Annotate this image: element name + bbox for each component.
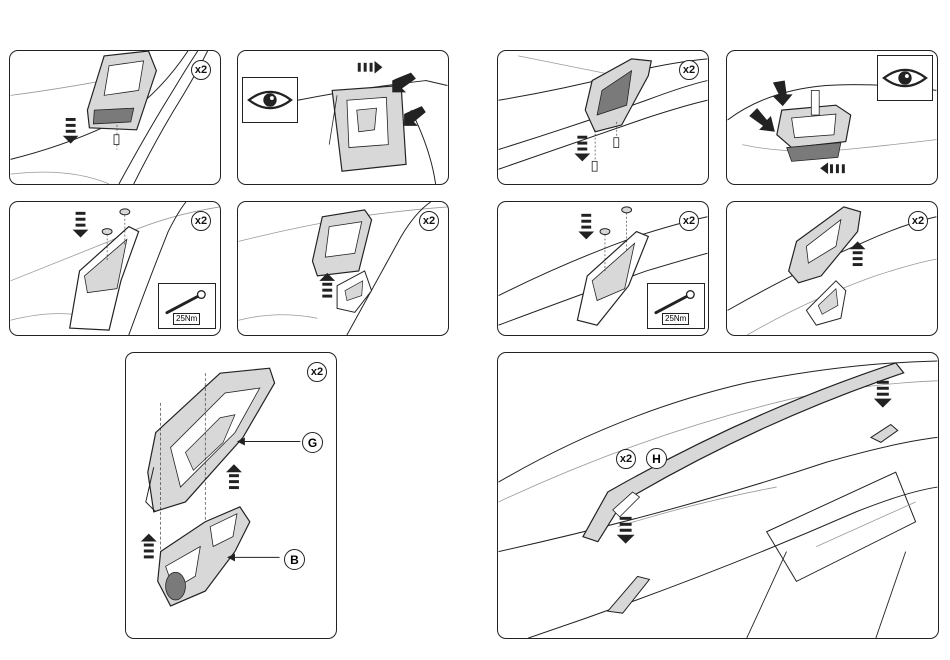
torque-value: 25Nm	[662, 313, 689, 325]
quantity-badge: x2	[191, 211, 211, 231]
step-panel-8: x2	[726, 201, 938, 336]
down-arrow-icon	[578, 214, 594, 240]
quantity-badge: x2	[679, 60, 699, 80]
step-panel-2	[237, 50, 449, 185]
callout-g: G	[302, 432, 323, 453]
clip-part	[329, 85, 406, 171]
base-part	[337, 271, 371, 312]
quantity-badge: x2	[307, 362, 327, 382]
eye-inspect-box	[242, 77, 298, 123]
clip-part	[777, 90, 851, 161]
step-panel-10: x2 H	[497, 352, 939, 639]
roof-clip-illustration	[498, 51, 708, 184]
torque-spec-box: 25Nm	[158, 283, 216, 329]
down-arrow-icon	[73, 212, 89, 238]
push-arrow-icon	[749, 108, 775, 132]
roof-rail-install-illustration	[498, 353, 938, 638]
step-panel-1: x2	[9, 50, 221, 185]
quantity-badge: x2	[419, 211, 439, 231]
callout-h: H	[646, 448, 667, 469]
base-part	[806, 281, 845, 325]
eye-icon	[243, 78, 297, 122]
cover-part	[789, 207, 861, 283]
quantity-badge: x2	[616, 449, 636, 469]
roof-clip-part	[87, 51, 156, 130]
cover-fit-illustration	[727, 202, 937, 335]
left-arrow-icon	[820, 162, 845, 174]
down-arrow-icon	[63, 118, 79, 144]
eye-inspect-box	[877, 55, 933, 101]
eye-icon	[878, 56, 932, 100]
cover-fit-illustration	[238, 202, 448, 335]
step-panel-7: x2 25Nm	[497, 201, 709, 336]
part-b	[158, 507, 250, 606]
up-arrow-icon	[141, 534, 157, 559]
torque-spec-box: 25Nm	[647, 283, 705, 329]
down-arrow-icon	[574, 136, 590, 162]
roof-clip-illustration	[10, 51, 220, 184]
up-arrow-icon	[850, 241, 866, 266]
quantity-badge: x2	[191, 60, 211, 80]
part-g	[146, 368, 275, 512]
up-arrow-icon	[358, 61, 383, 74]
step-panel-4: x2	[237, 201, 449, 336]
step-panel-6	[726, 50, 938, 185]
assembly-detail-illustration	[126, 353, 336, 638]
quantity-badge: x2	[679, 211, 699, 231]
push-arrow-icon	[773, 81, 793, 107]
torque-value: 25Nm	[173, 313, 200, 325]
push-arrow-icon	[404, 106, 426, 126]
step-panel-3: x2 25Nm	[9, 201, 221, 336]
mounting-rail-part	[70, 227, 139, 330]
roof-clip-part	[585, 59, 651, 132]
callout-b: B	[284, 549, 305, 570]
quantity-badge: x2	[908, 211, 928, 231]
step-panel-5: x2	[497, 50, 709, 185]
step-panel-9: x2 G B	[125, 352, 337, 639]
up-arrow-icon	[226, 464, 242, 489]
up-arrow-icon	[319, 273, 335, 298]
cover-part	[312, 210, 371, 276]
